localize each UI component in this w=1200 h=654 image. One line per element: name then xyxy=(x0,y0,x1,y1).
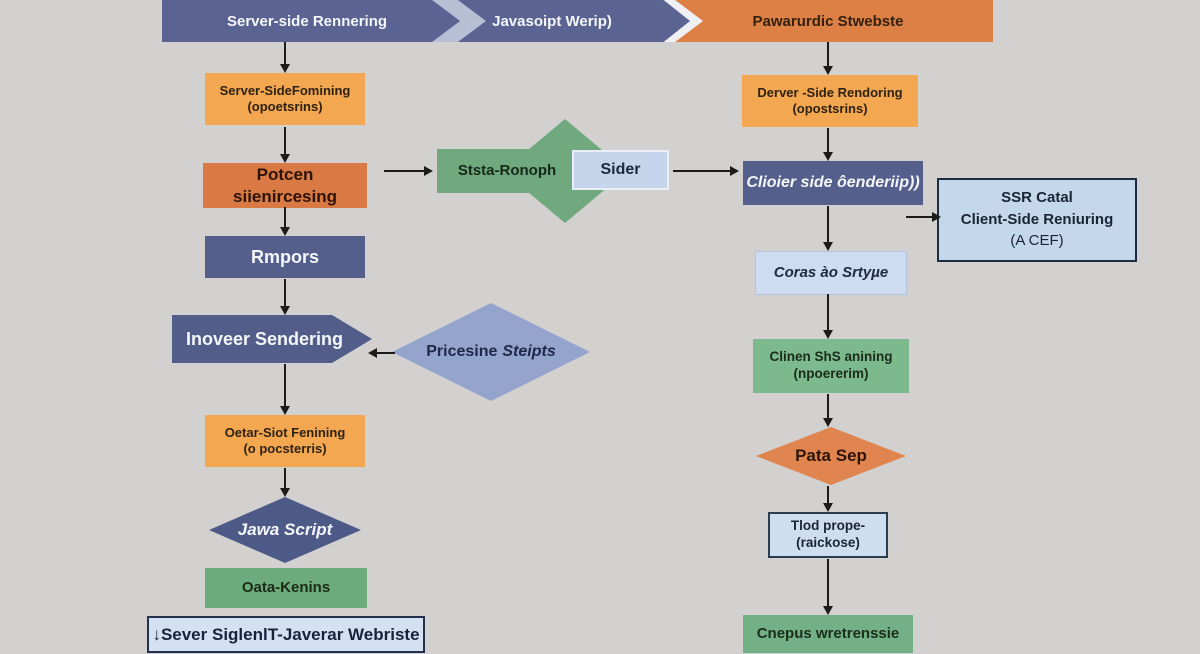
node-jawa-script-diamond: Jawa Script xyxy=(209,497,361,563)
banner-label-server-side: Server-side Rennering xyxy=(226,12,388,30)
arrow-down-icon xyxy=(280,364,290,415)
banner-blue-segment xyxy=(162,0,690,42)
arrow-left-icon xyxy=(368,348,395,358)
arrow-down-icon xyxy=(823,394,833,427)
arrow-right-icon xyxy=(906,212,941,222)
node-cnepus-wretrenssie: Cnepus wretrenssie xyxy=(743,615,913,653)
arrow-down-icon xyxy=(280,127,290,163)
node-sider: Sider xyxy=(572,150,669,190)
node-pata-sep-diamond: Pata Sep xyxy=(756,427,906,485)
arrow-right-icon xyxy=(673,166,739,176)
node-inoveer-sendering-arrow: Inoveer Sendering xyxy=(172,315,372,363)
node-potcen-silencing: Potcen siienircesing xyxy=(203,163,367,208)
banner-label-javascript: Javasoipt Werip) xyxy=(492,12,612,30)
arrow-down-icon xyxy=(823,128,833,161)
arrow-down-icon xyxy=(823,42,833,75)
arrow-down-icon xyxy=(823,206,833,251)
node-server-side-fomining: Server-SideFomining (opoetsrins) xyxy=(205,73,365,125)
arrow-down-icon xyxy=(280,42,290,73)
node-oetar-siot-fenining: Oetar-Siot Fenining (o pocsterris) xyxy=(205,415,365,467)
node-clioier-side-rendering: Clioier side ôenderiip)) xyxy=(743,161,923,205)
banner-label-website: Pawarurdic Stwebste xyxy=(752,12,904,30)
node-oata-kenins: Oata-Kenins xyxy=(205,568,367,608)
node-tlod-prope: Tlod prope- (raickose) xyxy=(768,512,888,558)
arrow-right-icon xyxy=(384,166,433,176)
node-pricesine-steipts-diamond: Pricesine Steipts xyxy=(392,303,590,401)
arrow-down-icon xyxy=(280,279,290,315)
arrow-down-icon xyxy=(280,468,290,497)
arrow-down-icon xyxy=(280,207,290,236)
node-ststa-ronoph-label: Ststa-Ronoph xyxy=(437,149,577,193)
node-rmpors: Rmpors xyxy=(205,236,365,278)
node-clinen-shs-anining: Clinen ShS anining (npoererim) xyxy=(753,339,909,393)
node-coras-srtype: Coras ào Srtyµe xyxy=(755,251,907,295)
node-derver-side-rendoring: Derver -Side Rendoring (opostsrins) xyxy=(742,75,918,127)
arrow-down-icon xyxy=(823,486,833,512)
arrow-down-icon xyxy=(823,294,833,339)
arrow-down-icon xyxy=(823,559,833,615)
node-ssr-catal-client-side: SSR Catal Client-Side Reniuring (A CEF) xyxy=(937,178,1137,262)
node-sever-javerar-webriste: ↓Sever SiglenlT-Javerar Webriste xyxy=(147,616,425,653)
banner-orange-segment xyxy=(658,0,993,42)
